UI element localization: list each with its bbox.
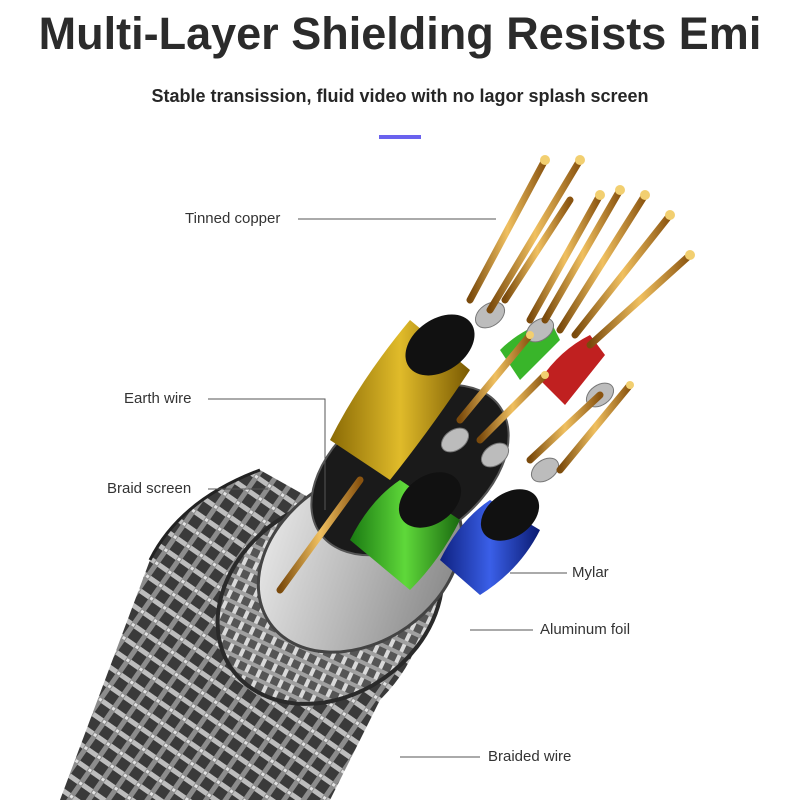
accent-divider	[379, 135, 421, 139]
red-core	[540, 335, 605, 405]
callout-mylar: Mylar	[572, 564, 609, 581]
callout-leader-lines	[208, 218, 567, 758]
callout-braided-wire: Braided wire	[488, 748, 572, 765]
callout-tinned-copper: Tinned copper	[185, 210, 281, 227]
callout-braid-screen: Braid screen	[107, 480, 192, 497]
copper-strand-tips	[526, 155, 695, 389]
grey-insulated-wires	[440, 301, 615, 483]
blue-core	[440, 489, 540, 595]
callout-aluminum-foil: Aluminum foil	[540, 621, 631, 638]
callout-earth-wire: Earth wire	[124, 390, 192, 407]
yellow-core	[330, 314, 475, 480]
page-title: Multi-Layer Shielding Resists Emi	[38, 8, 762, 59]
tinned-copper-strands	[276, 156, 694, 594]
page-subtitle: Stable transission, fluid video with no …	[151, 86, 649, 106]
